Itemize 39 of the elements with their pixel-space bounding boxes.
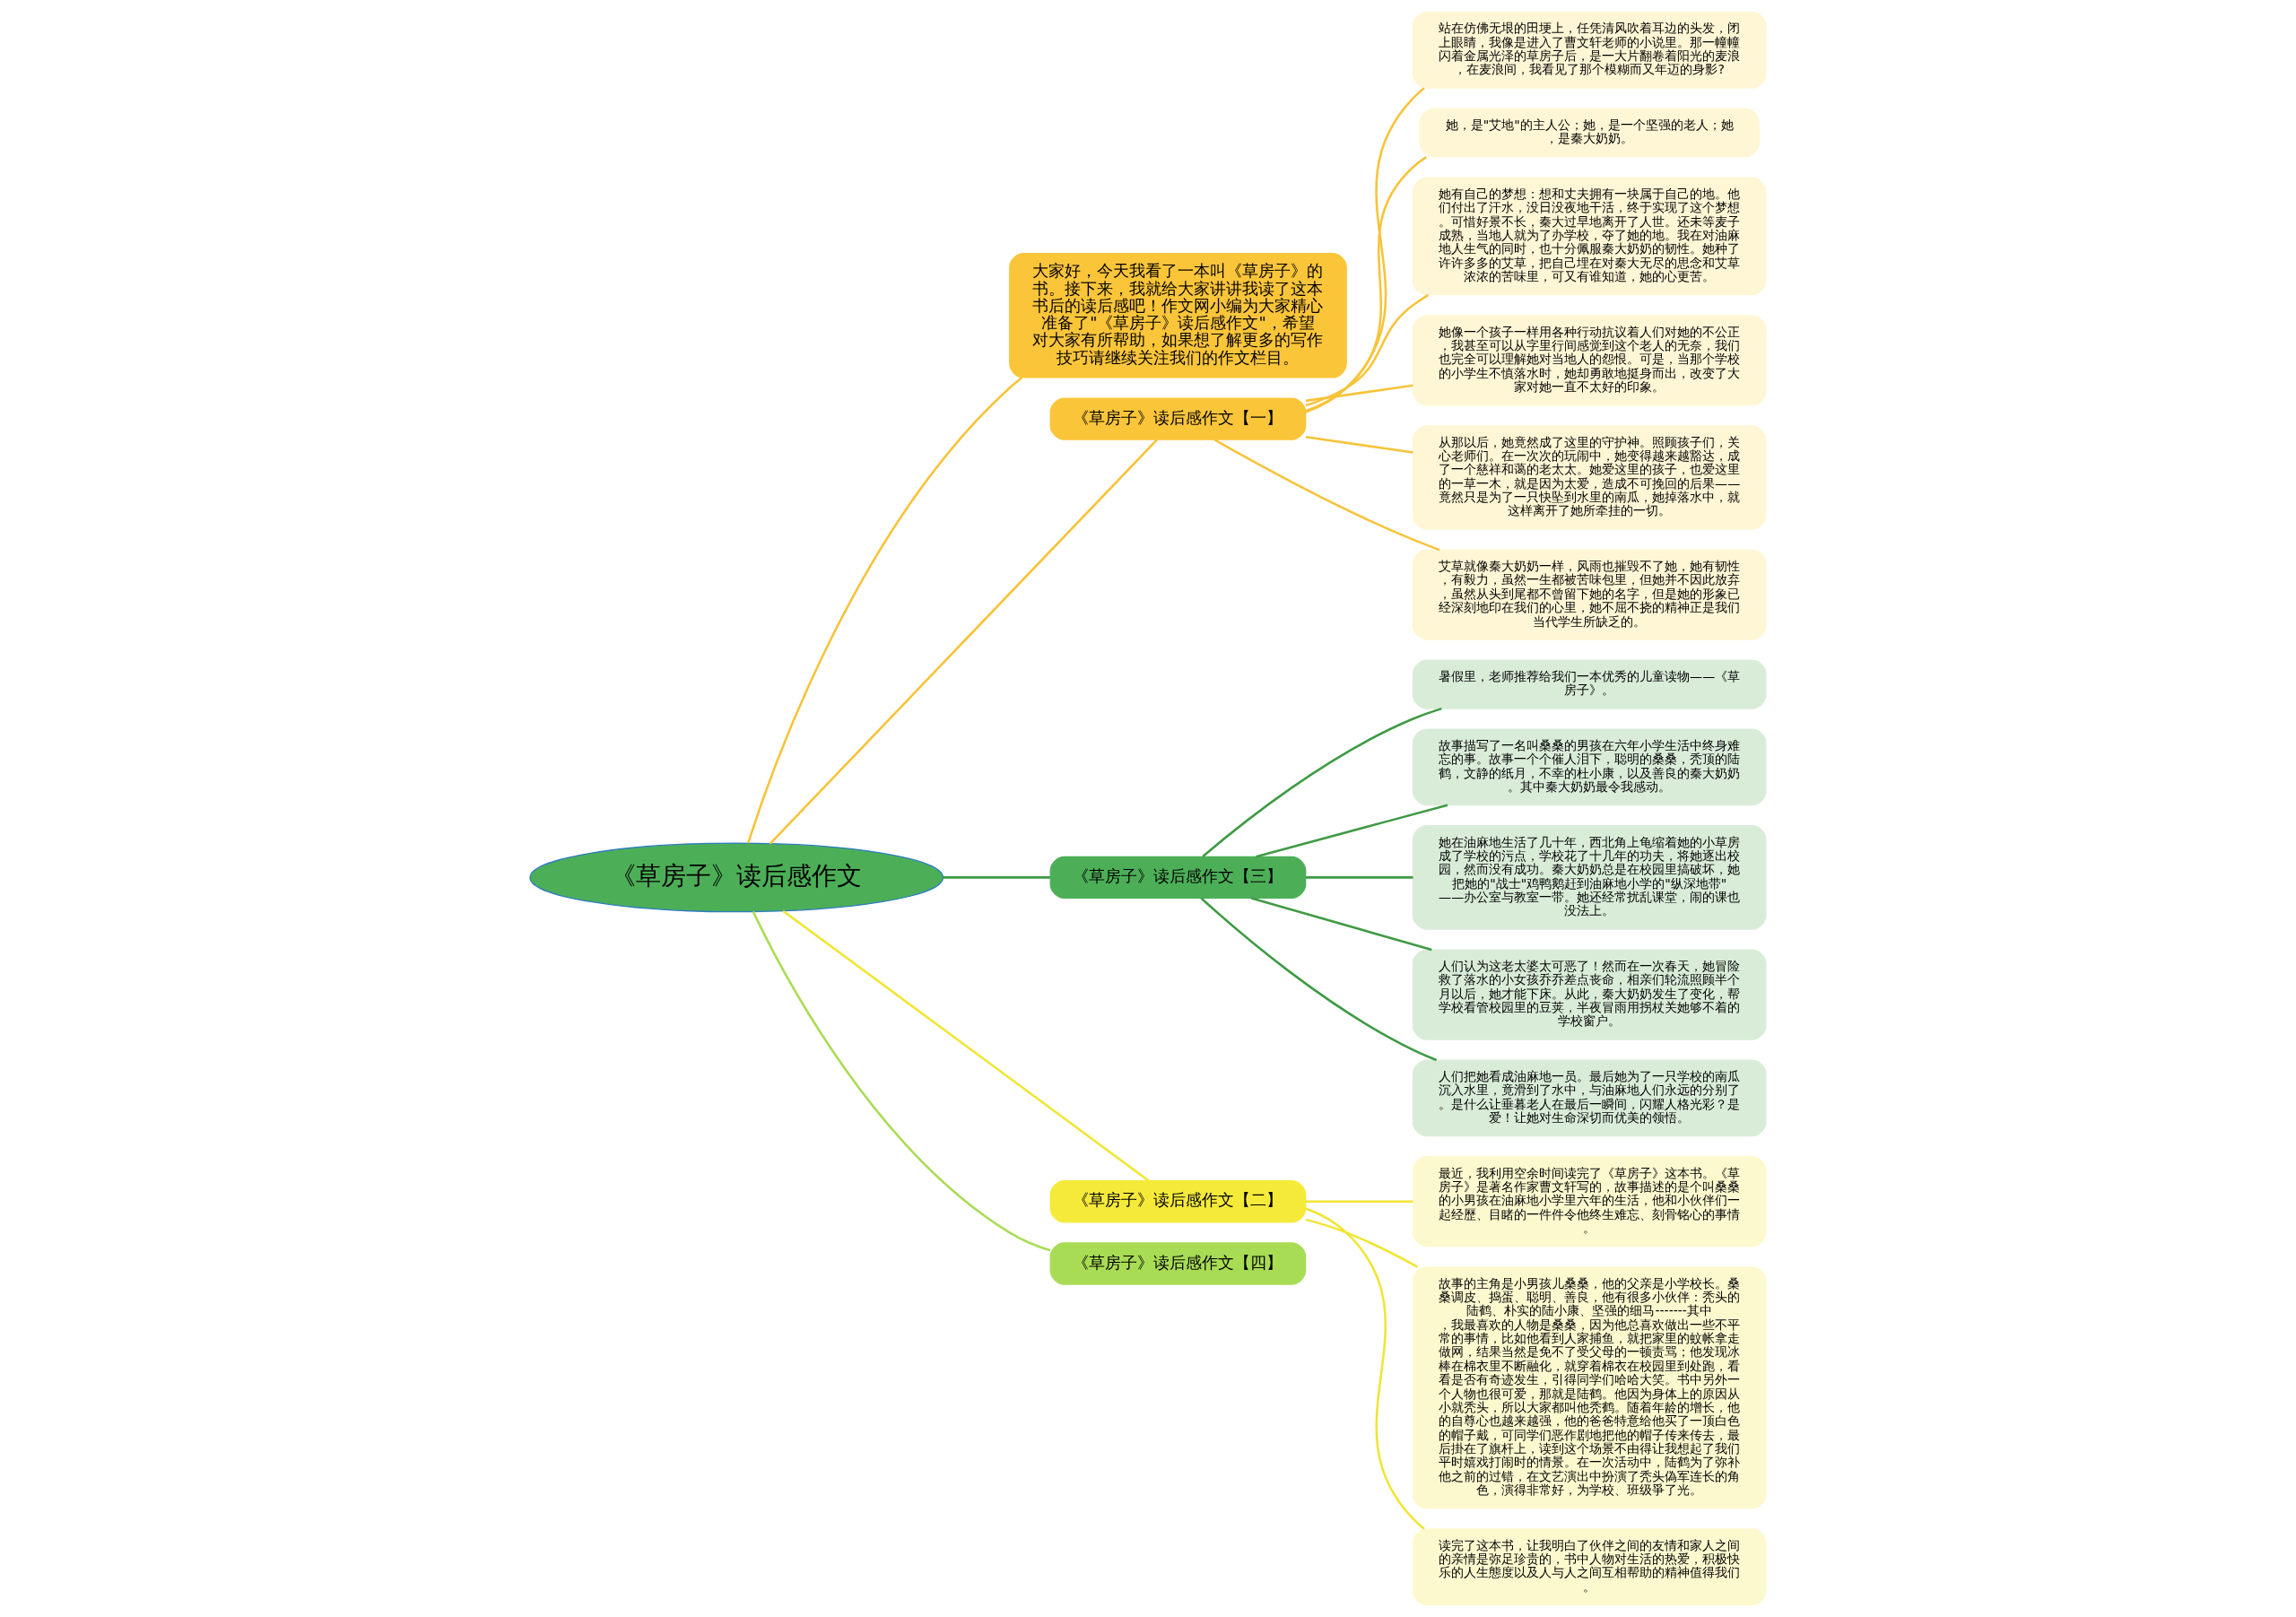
connector bbox=[1305, 87, 1425, 413]
connector bbox=[1256, 804, 1448, 858]
connector bbox=[943, 876, 1050, 879]
node-box: 《草房子》读后感作文【四】 bbox=[1049, 1242, 1307, 1285]
connector bbox=[1200, 897, 1438, 1062]
node-box: 故事的主角是小男孩儿桑桑，他的父亲是小学校长。桑桑调皮、捣蛋、聪明、善良，他有很多小伙伴：秃头的陆鹤、朴实的陆小康、坚强的细马-------其中，我最喜欢的人物是桑桑，因为他总喜欢做出一些不平常的事情，比如他看到人家捕鱼，就把家里的蚊帐拿走做网，结果当然是免不了受父母的一顿责骂；他发现冰棒在棉衣里不断融化，就穿着棉衣在校园里到处跑，看看是否有奇迹发生，引得同学们哈哈大笑。书中另外一个人物也很可爱，那就是陆鹤。他因为身体上的原因从小就秃头，所以大家都叫他秃鹤。随着年龄的增长，他的自尊心也越来越强，他的爸爸特意给他买了一顶白色的帽子戴，可同学们恶作剧地把他的帽子传来传去，最后掛在了旗杆上，读到这个场景不由得让我想起了我们平时嬉戏打闹时的情景。在一次活动中，陆鹤为了弥补他之前的过错，在文艺演出中扮演了秃头偽军连长的角色，演得非常好，为学校、班级爭了光。 bbox=[1412, 1266, 1767, 1509]
node-box: 人们把她看成油麻地一员。最后她为了一只学校的南瓜沉入水里，竟滑到了水中，与油麻地人们永远的分别了。是什么让垂暮老人在最后一瞬间，闪耀人格光彩？是爱！让她对生命深切而优美的领悟。 bbox=[1412, 1059, 1767, 1137]
node-box: 她像一个孩子一样用各种行动抗议着人们对她的不公正，我甚至可以从字里行间感觉到这个老人的无奈，我们也完全可以理解她对当地人的怨恨。可是，当那个学校的小学生不慎落水时，她却勇敢地挺身而出，改变了大家对她一直不太好的印象。 bbox=[1412, 315, 1767, 406]
connector bbox=[1305, 876, 1413, 879]
connector bbox=[1213, 439, 1440, 552]
node-box: 读完了这本书，让我明白了伙伴之间的友情和家人之间的亲情是弥足珍贵的，书中人物对生活的热爱，积极快乐的人生態度以及人与人之间互相帮助的精神值得我们。 bbox=[1412, 1528, 1767, 1606]
connector bbox=[1250, 897, 1432, 952]
node-box: 人们认为这老太婆太可恶了！然而在一次春天，她冒险救了落水的小女孩乔乔差点丧命，相亲们轮流照顾半个月以后，她才能下床。从此，秦大奶奶发生了变化，帮学校看管校园里的豆荚，半夜冒雨用拐杖关她够不着的学校窗户。 bbox=[1412, 949, 1767, 1040]
node-box: 故事描写了一名叫桑桑的男孩在六年小学生活中终身难忘的事。故事一个个催人泪下，聪明的桑桑，秃顶的陆鹤，文静的纸月，不幸的杜小康，以及善良的秦大奶奶。其中秦大奶奶最令我感动。 bbox=[1412, 728, 1767, 806]
node-box: 站在仿佛无垠的田埂上，任凭清风吹着耳边的头发，闭上眼睛，我像是进入了曹文轩老师的小说里。那一幢幢闪着金属光泽的草房子后，是一大片翻卷着阳光的麦浪，在麦浪间，我看见了那个模糊而又年迈的身影? bbox=[1412, 11, 1767, 89]
node-box: 《草房子》读后感作文【二】 bbox=[1049, 1180, 1307, 1223]
connector bbox=[782, 909, 1150, 1182]
node-box: 大家好，今天我看了一本叫《草房子》的书。接下来，我就给大家讲讲我读了这本书后的读后感吧！作文网小编为大家精心准备了"《草房子》读后感作文"，希望对大家有所帮助，如果想了解更多的写作技巧请继续关注我们的作文栏目。 bbox=[1009, 252, 1347, 378]
connector bbox=[1202, 707, 1442, 857]
connector bbox=[1305, 1200, 1413, 1203]
node-box: 艾草就像秦大奶奶一样，风雨也摧毁不了她，她有韧性，有毅力，虽然一生都被苦味包里，但她并不因此放弃，虽然从头到尾都不曾留下她的名字，但是她的形象已经深刻地印在我们的心里，她不屈不挠的精神正是我们当代学生所缺乏的。 bbox=[1412, 549, 1767, 640]
connector bbox=[1305, 436, 1413, 454]
connector bbox=[769, 439, 1158, 845]
node-box: 《草房子》读后感作文【一】 bbox=[1049, 397, 1307, 440]
node-box: 她有自己的梦想：想和丈夫拥有一块属于自己的地。他们付出了汗水，没日没夜地干活，终于实现了这个梦想。可惜好景不长，秦大过早地离开了人世。还未等麦子成熟，当地人就为了办学校，夺了她的地。我在对油麻地人生气的同时，也十分佩服秦大奶奶的韧性。她种了许许多多的艾草，把自己埋在对秦大无尽的思念和艾草浓浓的苦味里，可又有谁知道，她的心更苦。 bbox=[1412, 177, 1767, 296]
node-box: 《草房子》读后感作文【三】 bbox=[1049, 856, 1307, 900]
connector bbox=[1305, 156, 1427, 413]
connector bbox=[1305, 1207, 1425, 1530]
connector bbox=[752, 910, 1051, 1252]
connector bbox=[1305, 1218, 1419, 1268]
node-ellipse: 《草房子》读后感作文 bbox=[529, 842, 944, 913]
connector bbox=[1305, 384, 1413, 403]
node-box: 暑假里，老师推荐给我们一本优秀的儿童读物——《草房子》。 bbox=[1412, 659, 1767, 709]
node-box: 她，是"艾地"的主人公；她，是一个坚强的老人；她，是秦大奶奶。 bbox=[1419, 108, 1760, 158]
node-box: 从那以后，她竟然成了这里的守护神。照顾孩子们，关心老师们。在一次次的玩闹中，她变得越来越豁达，成了一个慈祥和蔼的老太太。她爱这里的孩子，也爱这里的一草一木，就是因为太爱，造成不可挽回的后果——竟然只是为了一只快坠到水里的南瓜，她掉落水中，就这样离开了她所牵挂的一切。 bbox=[1412, 425, 1767, 530]
node-box: 最近，我利用空余时间读完了《草房子》这本书。《草房子》是著名作家曹文轩写的，故事描述的是个叫桑桑的小男孩在油麻地小学里六年的生活，他和小伙伴们一起经歷、目睹的一件件令他终生难忘、刻骨铭心的事情。 bbox=[1412, 1156, 1767, 1248]
connector bbox=[746, 377, 1023, 844]
node-box: 她在油麻地生活了几十年，西北角上龟缩着她的小草房成了学校的污点，学校花了十几年的功夫，将她逐出校园，然而没有成功。秦大奶奶总是在校园里搞破坏，她把她的"战士"鸡鸭鹅赶到油麻地小学的"纵深地带"——办公室与教室一带。她还经常扰乱课堂，闹的课也没法上。 bbox=[1412, 825, 1767, 930]
connector bbox=[1305, 293, 1430, 407]
